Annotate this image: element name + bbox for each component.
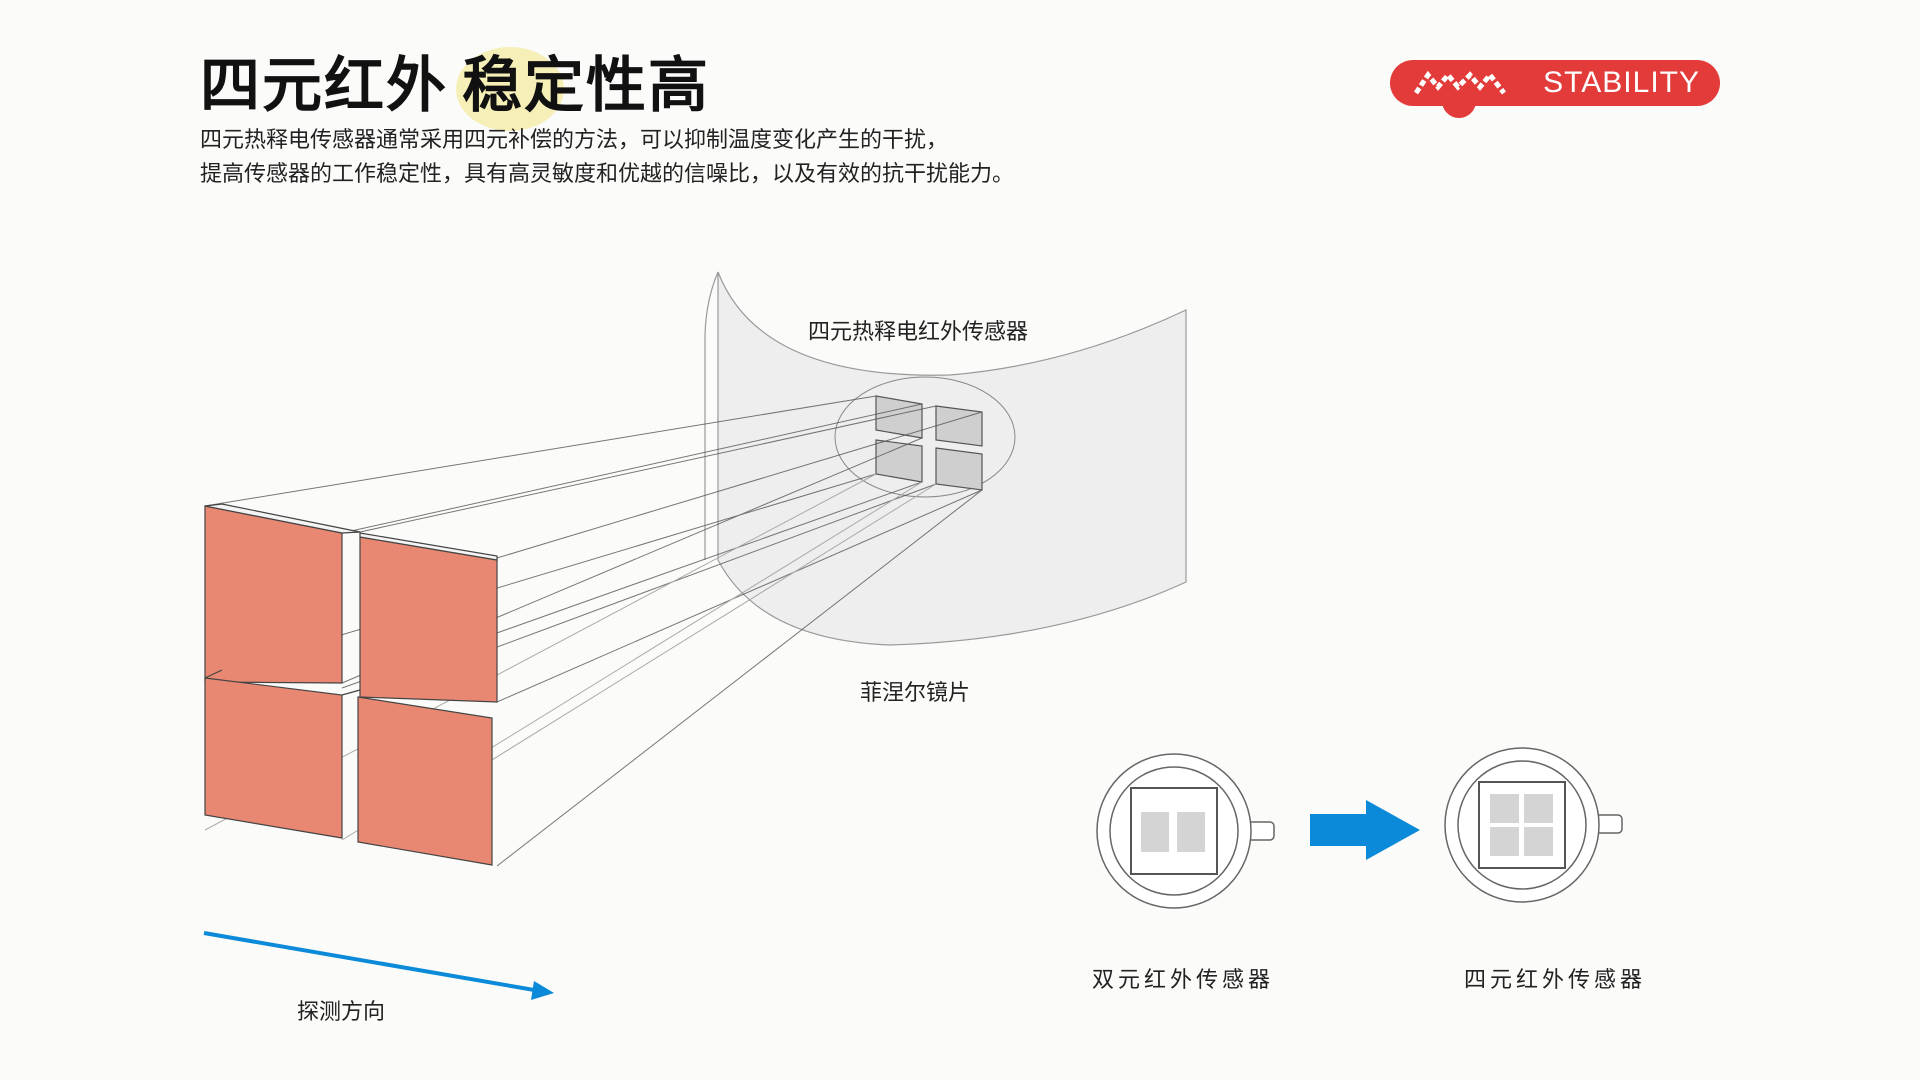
sensor-label: 四元热释电红外传感器 xyxy=(808,320,1029,345)
description-line-1: 四元热释电传感器通常采用四元补偿的方法，可以抑制温度变化产生的干扰， xyxy=(200,128,949,153)
element-top-right-top xyxy=(359,532,498,561)
transition-arrow-icon xyxy=(1310,800,1420,860)
lens-panel-edge xyxy=(704,271,719,560)
dual-sensor-label: 双元红外传感器 xyxy=(1092,968,1275,993)
stability-badge: STABILITY xyxy=(1390,60,1720,118)
title-main: 四元红外 xyxy=(200,51,448,121)
page-title: 四元红外稳定性高 xyxy=(200,48,710,124)
lens-label: 菲涅尔镜片 xyxy=(860,681,971,706)
description: 四元热释电传感器通常采用四元补偿的方法，可以抑制温度变化产生的干扰， 提高传感器… xyxy=(200,124,1014,192)
direction-label: 探测方向 xyxy=(297,1000,386,1025)
element-top-right-face xyxy=(359,536,498,703)
sensor-window-tr xyxy=(935,405,983,447)
badge-tail xyxy=(1442,100,1476,118)
sensor-windows xyxy=(875,395,983,491)
direction-arrow xyxy=(203,931,554,1000)
dual-sensor-icon xyxy=(1096,753,1275,909)
quad-sensor-icon xyxy=(1444,747,1623,903)
title-highlight: 稳定性高 xyxy=(462,51,710,121)
element-top-left-face xyxy=(204,505,343,684)
badge-text: STABILITY xyxy=(1543,66,1700,99)
description-line-2: 提高传感器的工作稳定性，具有高灵敏度和优越的信噪比，以及有效的抗干扰能力。 xyxy=(200,162,1015,187)
element-bottom-right-face xyxy=(357,696,493,866)
sensor-window-br xyxy=(935,447,983,491)
element-top-left-top xyxy=(204,503,361,534)
sensor-window-bl xyxy=(875,439,923,483)
quad-sensor-label: 四元红外传感器 xyxy=(1464,968,1647,993)
detector-elements xyxy=(204,503,498,866)
element-bottom-left-face xyxy=(204,677,343,839)
focus-ellipse xyxy=(834,376,1016,498)
wave-logo-icon xyxy=(1414,71,1506,95)
